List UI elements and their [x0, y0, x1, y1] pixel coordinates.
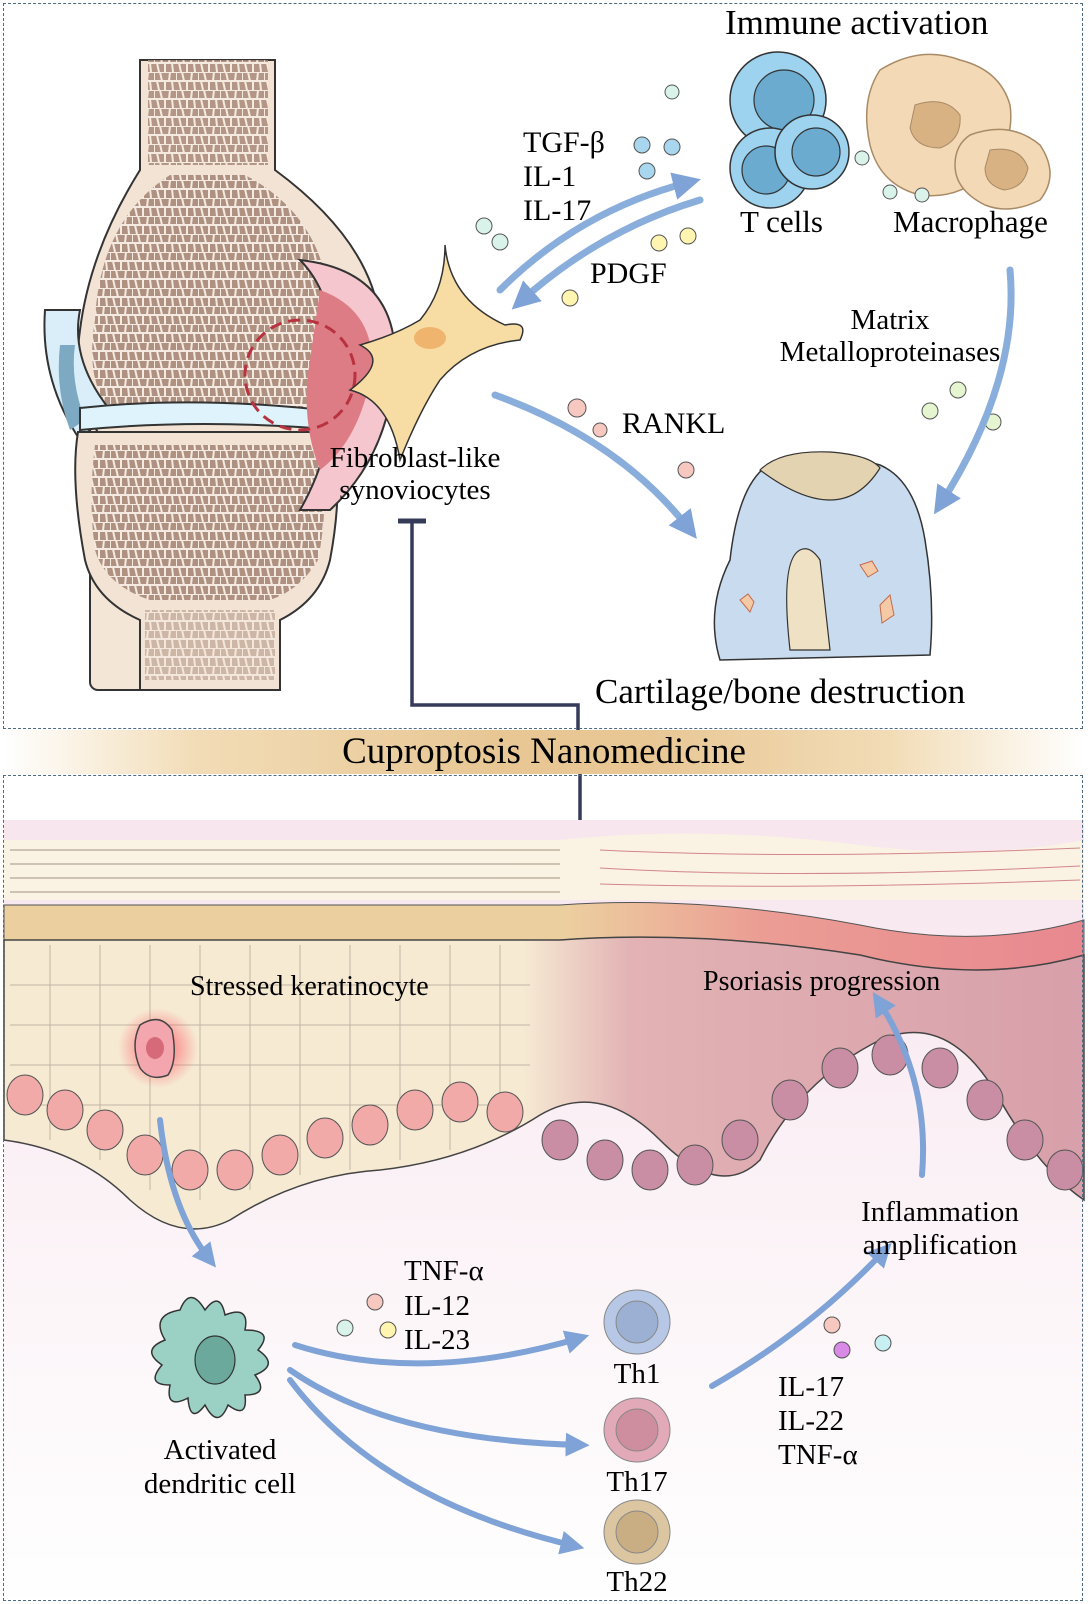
cytokine-il-17: IL-17: [523, 194, 592, 227]
arthritis-panel: [3, 3, 1083, 729]
arrow-fibroblast-to-tcells: [496, 172, 701, 294]
dc-cytokine-tnf-alpha: TNF-α: [404, 1255, 484, 1287]
arrow-th-to-amplification: [709, 1242, 892, 1389]
cytokine-particles-top: [475, 84, 1002, 479]
rankl-label: RANKL: [622, 407, 726, 440]
damaged-cartilage-illustration: [713, 451, 933, 661]
psoriasis-progression-label: Psoriasis progression: [703, 966, 941, 997]
dc-cytokine-il-12: IL-12: [404, 1290, 471, 1322]
psoriasis-panel: [3, 775, 1083, 1601]
dendritic-cell-label-line1: Activated: [163, 1434, 277, 1466]
arrow-fibroblast-to-bone: [491, 391, 697, 539]
th-cytokine-il-22: IL-22: [778, 1405, 845, 1437]
mmp-label-line2: Metalloproteinases: [779, 336, 1001, 368]
macrophage-label: Macrophage: [893, 204, 1048, 239]
th1-label: Th1: [613, 1358, 661, 1390]
fibroblast-label-line1: Fibroblast-like: [329, 442, 501, 474]
center-banner: Cuproptosis Nanomedicine: [4, 730, 1084, 774]
arrow-tcells-to-fibroblast: [511, 196, 704, 310]
mmp-label-line1: Matrix: [850, 304, 930, 336]
dendritic-cell-illustration: [151, 1296, 269, 1419]
fibroblast-cell: [348, 244, 524, 463]
arrow-keratinocyte-to-dc: [157, 1117, 216, 1268]
th-cytokine-il-17: IL-17: [778, 1371, 845, 1403]
cytokine-tgf-beta: TGF-β: [523, 126, 605, 159]
th-cells-illustration: [603, 1289, 671, 1565]
arrow-to-psoriasis-progression: [872, 991, 927, 1178]
knee-joint-illustration: [43, 59, 397, 691]
t-cells-label: T cells: [740, 204, 823, 239]
arrow-macrophage-to-bone: [933, 266, 1015, 515]
inflamed-region-marker: [243, 318, 357, 432]
signal-arrows-top: [491, 172, 1015, 539]
cartilage-bone-destruction-label: Cartilage/bone destruction: [595, 672, 966, 711]
dc-cytokine-il-23: IL-23: [404, 1324, 471, 1356]
stressed-keratinocyte-label: Stressed keratinocyte: [190, 971, 429, 1002]
arrow-dc-to-th22: [287, 1377, 585, 1555]
th-cytokine-tnf-alpha: TNF-α: [778, 1439, 858, 1471]
cytokine-il-1: IL-1: [523, 160, 577, 193]
inflammation-amplification-line1: Inflammation: [861, 1196, 1019, 1228]
fibroblast-nucleus: [414, 327, 446, 349]
th22-label: Th22: [606, 1566, 668, 1598]
signal-arrows-bottom: [157, 991, 927, 1555]
banner-title: Cuproptosis Nanomedicine: [342, 731, 746, 772]
immune-activation-heading: Immune activation: [725, 3, 989, 42]
cytokine-pdgf: PDGF: [590, 257, 667, 290]
fibroblast-label-line2: synoviocytes: [339, 474, 491, 506]
cytokine-particles-bottom: [336, 1293, 892, 1359]
basal-cells: [6, 1034, 1084, 1191]
arrow-dc-to-th17: [287, 1367, 590, 1457]
macrophage-illustration: [865, 53, 1051, 210]
inflammation-amplification-line2: amplification: [862, 1229, 1018, 1261]
dendritic-cell-label-line2: dendritic cell: [143, 1468, 297, 1500]
t-cells-illustration: [729, 51, 850, 209]
th17-label: Th17: [606, 1466, 668, 1498]
arrow-dc-to-th1: [292, 1330, 590, 1367]
